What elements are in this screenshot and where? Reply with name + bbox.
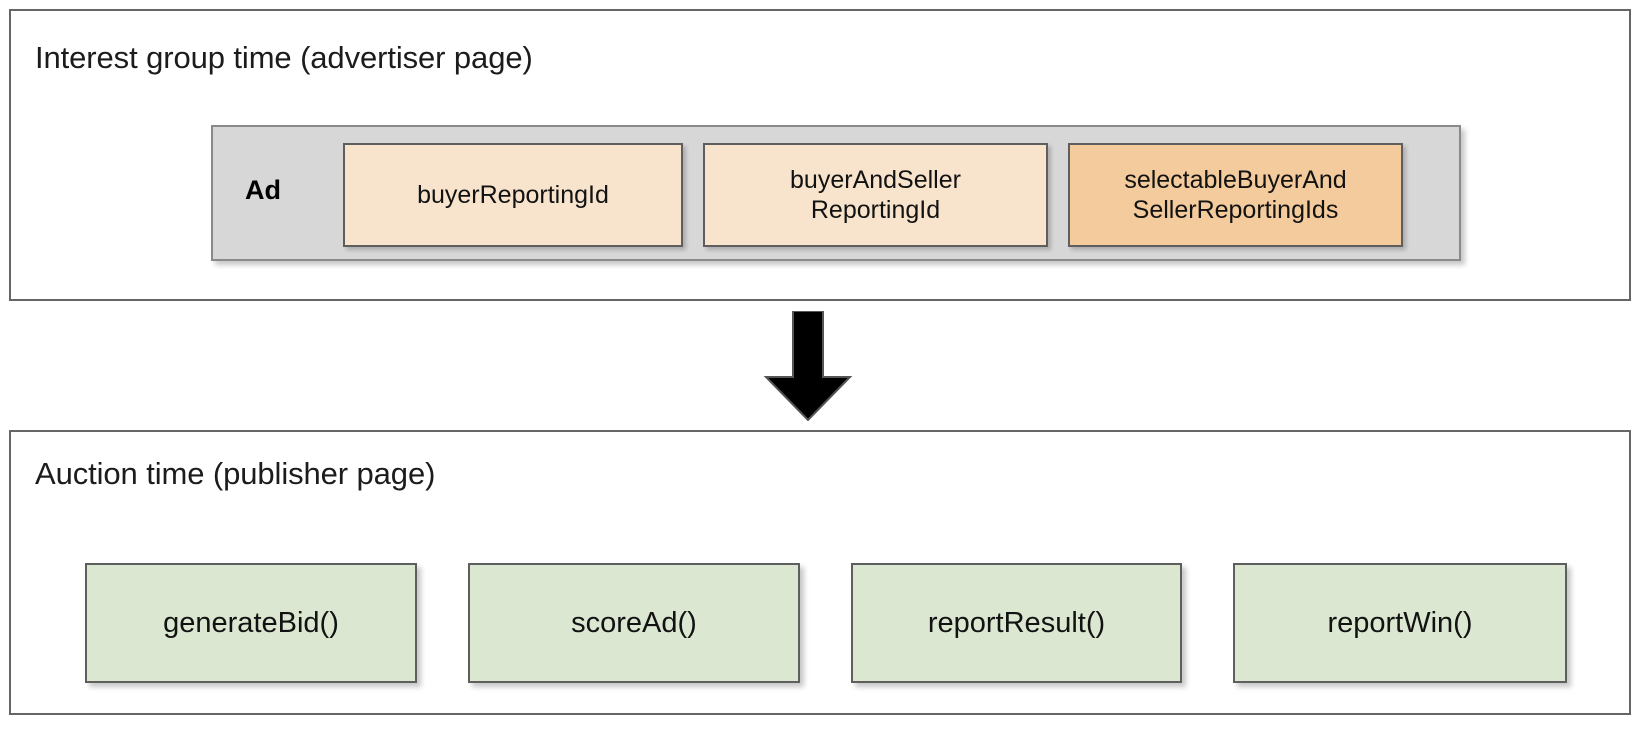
reporting-id-box-selectable-buyer-and-seller-reporting-ids[interactable]: selectableBuyerAnd SellerReportingIds (1068, 143, 1403, 247)
reporting-id-label-line1: selectableBuyerAnd (1124, 165, 1347, 194)
auction-panel-title: Auction time (publisher page) (35, 456, 436, 491)
ad-container: Ad buyerReportingId buyerAndSeller Repor… (211, 125, 1461, 261)
reporting-id-label-line1: buyerAndSeller (790, 165, 961, 194)
auction-function-box-score-ad[interactable]: scoreAd() (468, 563, 800, 683)
auction-function-label: reportWin() (1327, 606, 1473, 639)
reporting-id-box-buyer-reporting-id[interactable]: buyerReportingId (343, 143, 683, 247)
auction-function-box-report-win[interactable]: reportWin() (1233, 563, 1567, 683)
auction-function-box-report-result[interactable]: reportResult() (851, 563, 1182, 683)
auction-function-label: generateBid() (163, 606, 339, 639)
reporting-id-label-line2: SellerReportingIds (1132, 196, 1339, 224)
reporting-id-label: buyerReportingId (417, 180, 609, 209)
reporting-id-label-line2: ReportingId (810, 196, 941, 224)
reporting-id-box-buyer-and-seller-reporting-id[interactable]: buyerAndSeller ReportingId (703, 143, 1048, 247)
advertiser-panel: Interest group time (advertiser page) Ad… (9, 9, 1631, 301)
auction-function-box-generate-bid[interactable]: generateBid() (85, 563, 417, 683)
reporting-id-label: selectableBuyerAnd SellerReportingIds (1124, 165, 1346, 226)
advertiser-panel-title: Interest group time (advertiser page) (35, 40, 533, 75)
ad-label: Ad (245, 175, 281, 205)
arrow-down-icon (763, 311, 853, 421)
auction-function-label: scoreAd() (571, 606, 697, 639)
auction-panel: Auction time (publisher page) generateBi… (9, 430, 1631, 715)
reporting-id-label: buyerAndSeller ReportingId (790, 165, 961, 226)
auction-function-label: reportResult() (927, 606, 1106, 639)
